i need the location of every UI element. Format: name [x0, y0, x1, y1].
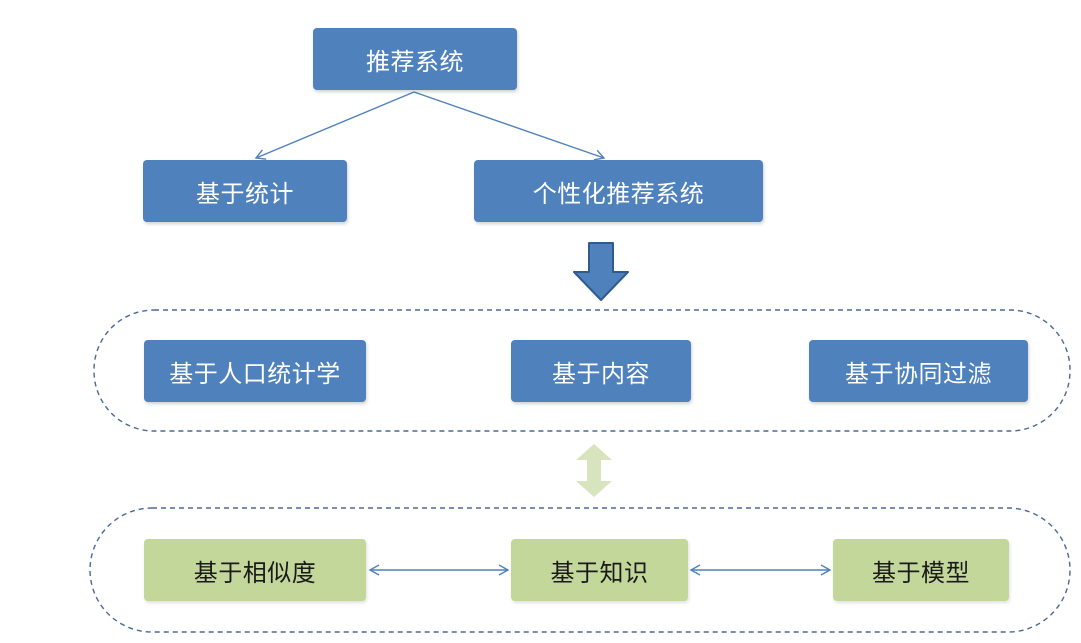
connector-root-to-statistics [254, 91, 415, 160]
node-knowledge-based: 基于知识 [511, 539, 688, 601]
node-collaborative-filtering-label: 基于协同过滤 [845, 359, 992, 388]
down-block-arrow [573, 242, 629, 301]
node-demographic-based: 基于人口统计学 [144, 340, 366, 402]
node-content-based: 基于内容 [511, 340, 691, 402]
node-recommender-system-label: 推荐系统 [366, 47, 464, 76]
node-knowledge-based-label: 基于知识 [550, 558, 649, 587]
node-statistics-based: 基于统计 [143, 160, 347, 222]
node-recommender-system: 推荐系统 [313, 28, 517, 90]
node-model-based: 基于模型 [833, 539, 1009, 601]
methods-group-outline [89, 507, 1071, 633]
node-collaborative-filtering: 基于协同过滤 [809, 340, 1028, 402]
approaches-group-outline [93, 309, 1071, 432]
node-content-based-label: 基于内容 [552, 359, 650, 388]
bidirectional-vertical-arrow [576, 444, 612, 497]
node-personalized-recommender-label: 个性化推荐系统 [532, 179, 705, 208]
node-model-based-label: 基于模型 [872, 558, 970, 587]
node-similarity-based: 基于相似度 [144, 539, 366, 601]
node-statistics-based-label: 基于统计 [196, 179, 294, 208]
node-demographic-based-label: 基于人口统计学 [169, 359, 341, 388]
node-personalized-recommender: 个性化推荐系统 [474, 160, 763, 222]
node-similarity-based-label: 基于相似度 [193, 558, 317, 587]
connector-root-to-personalized [413, 91, 606, 161]
